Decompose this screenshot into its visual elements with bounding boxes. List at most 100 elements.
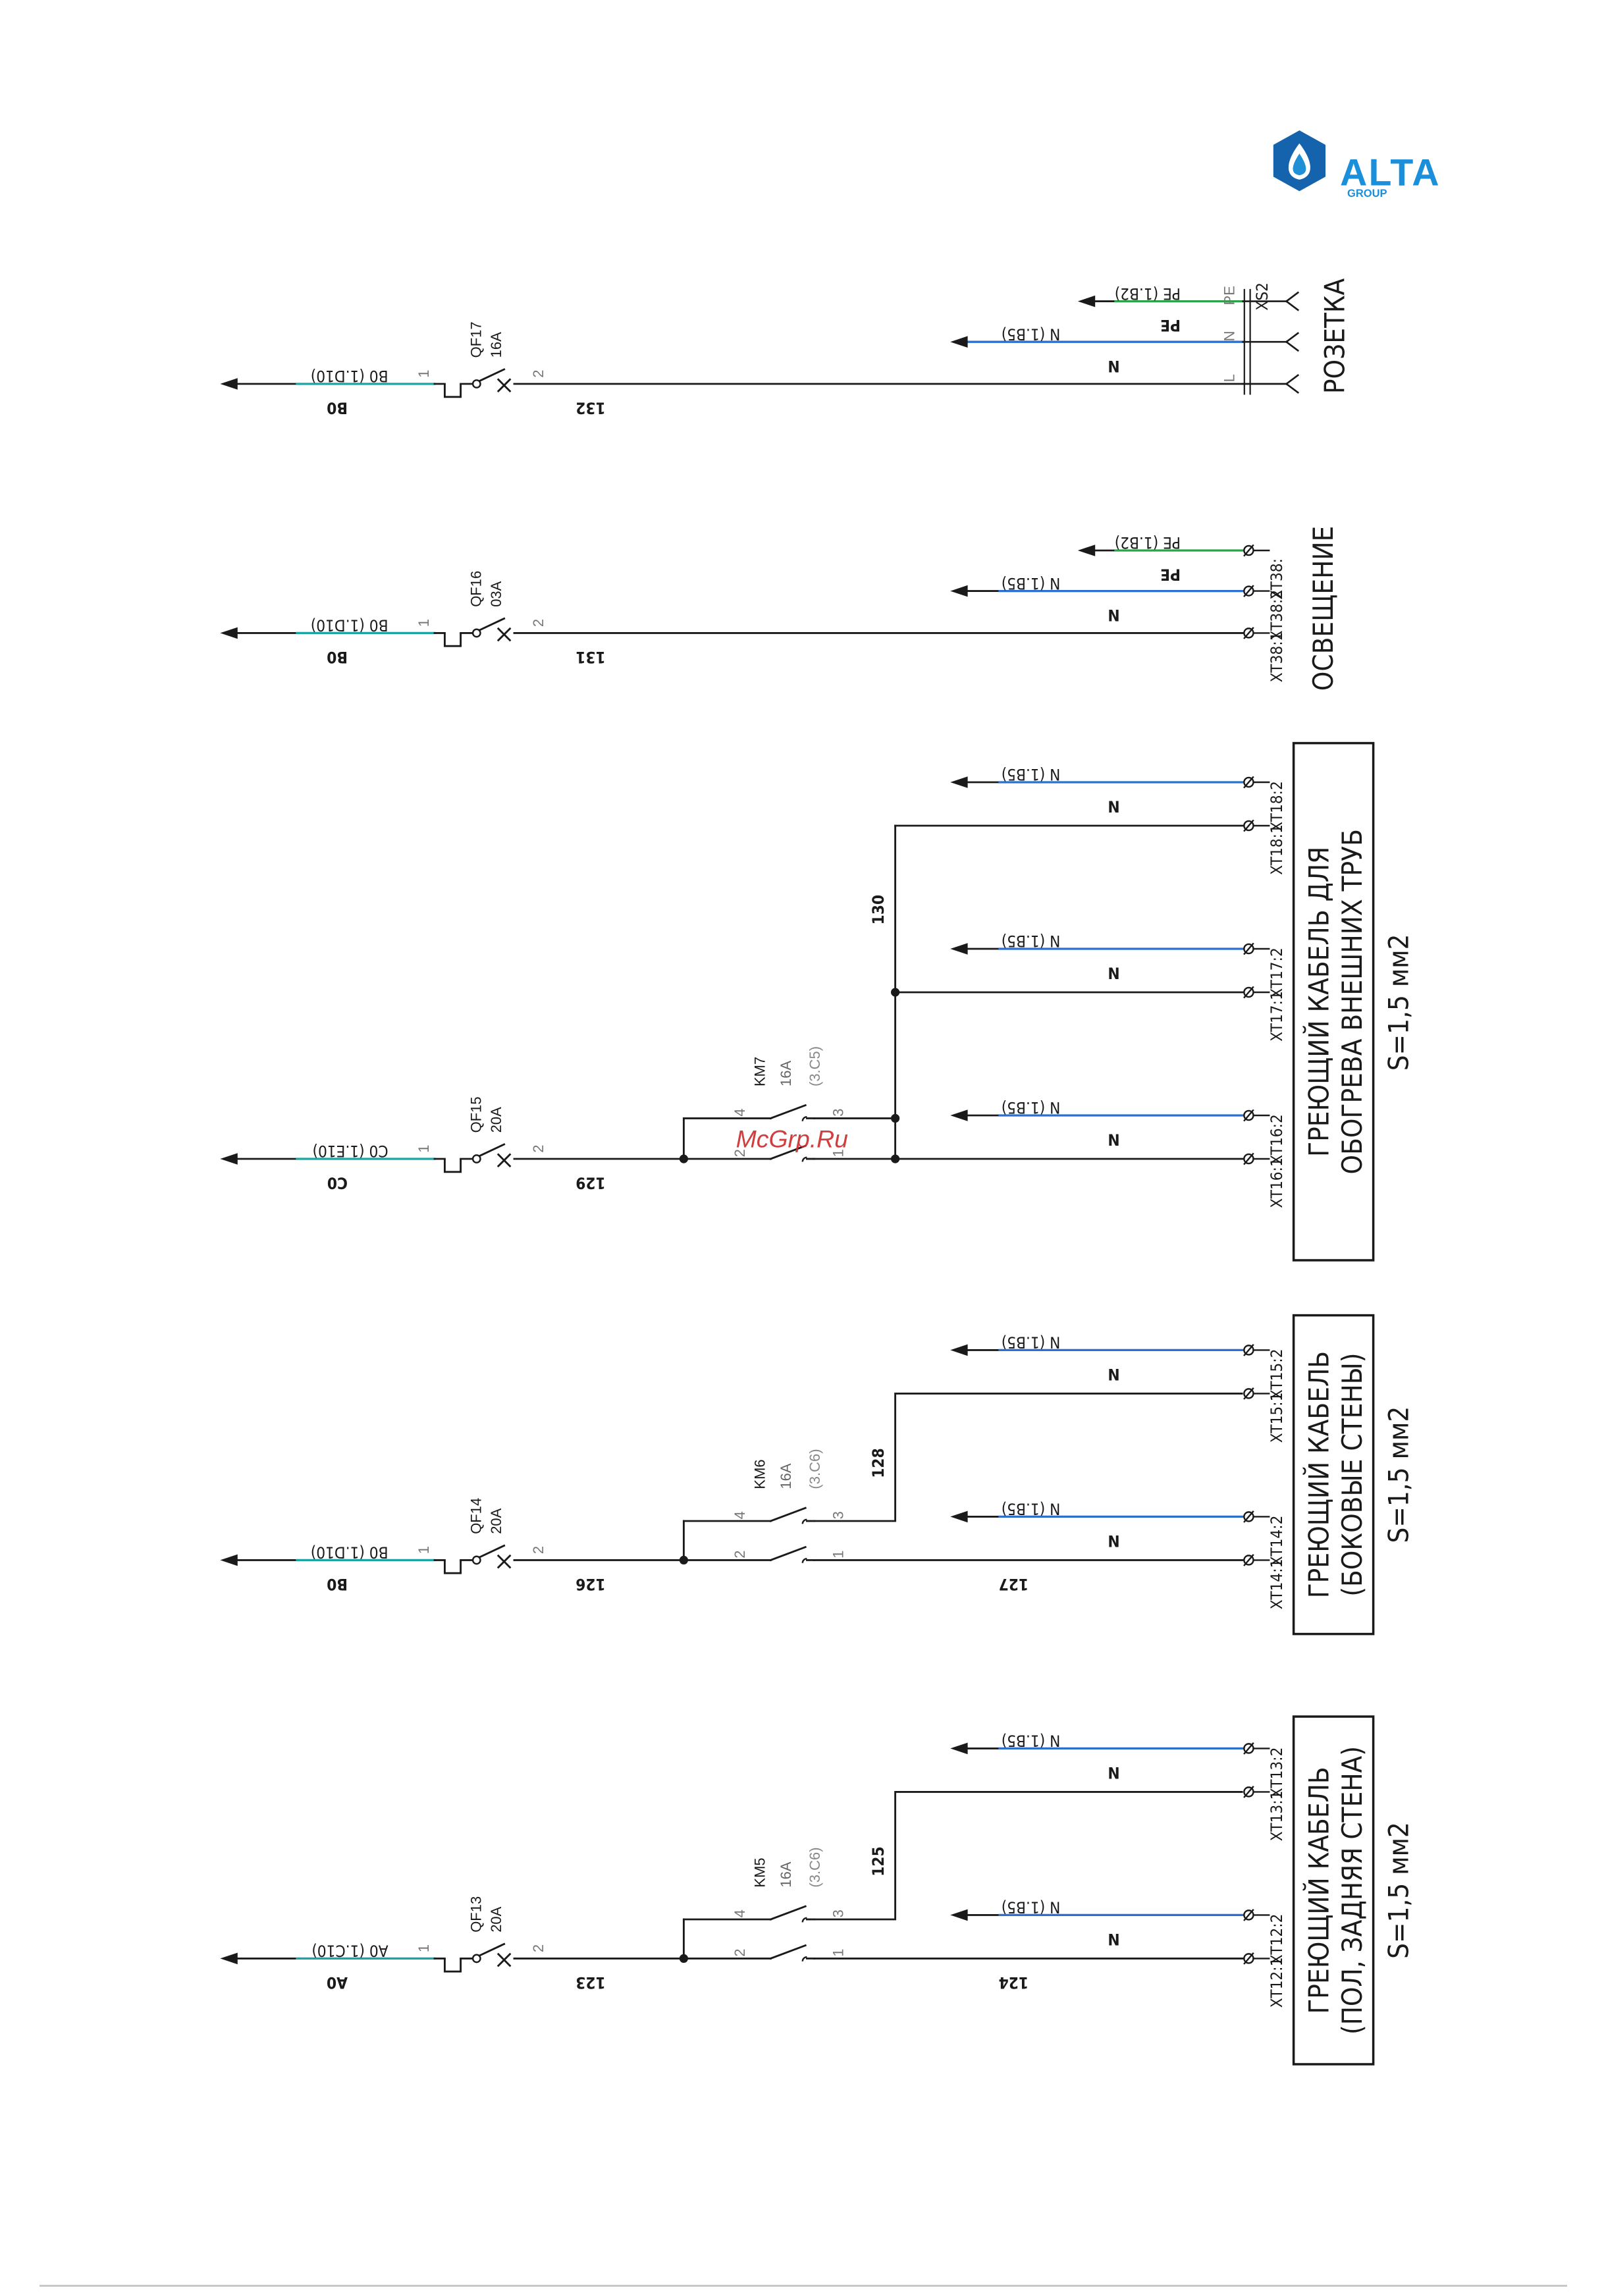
contactor-name: KM7 (752, 1057, 768, 1086)
socket-fork (1285, 373, 1300, 385)
watermark-text: McGrp.Ru (736, 1125, 849, 1152)
terminal-label: XT16:1 (1268, 1158, 1286, 1208)
neutral-tag: N (1108, 797, 1119, 816)
footer-rule (40, 2285, 1567, 2287)
contactor-pin: 1 (830, 1149, 846, 1157)
neutral-tag: N (1108, 1763, 1119, 1782)
arrowhead (950, 1344, 968, 1356)
wire-number: 130 (869, 895, 888, 924)
contactor-pin: 3 (830, 1909, 846, 1917)
contactor-reference: (3.C5) (807, 1046, 823, 1086)
wire-number: 123 (575, 1973, 605, 1992)
water-drop-inner-icon (1293, 153, 1306, 176)
contactor-fixed-contact (801, 1956, 807, 1962)
terminal-symbol (1243, 819, 1254, 832)
breaker-pin-2: 2 (530, 1546, 547, 1554)
logo-brand-text: ALTA (1340, 152, 1441, 194)
breaker-handle (443, 1958, 462, 1973)
terminal-slash (1243, 819, 1254, 832)
contactor-blade (769, 1545, 807, 1562)
breaker-x (496, 1153, 512, 1168)
breaker-contact (471, 379, 481, 388)
title-line-1: ГРЕЮЩИЙ КАБЕЛЬ ДЛЯ (1302, 847, 1335, 1157)
arrowhead (950, 585, 968, 597)
junction-dot (891, 1113, 900, 1123)
breaker-contact (471, 1154, 481, 1163)
socket-name: XS2 (1253, 282, 1271, 311)
socket-pin-label: L (1221, 374, 1237, 382)
terminal-label: XT14:1 (1268, 1559, 1286, 1610)
breaker-name: QF16 (468, 571, 484, 607)
contactor-fixed-contact (801, 1518, 807, 1524)
terminal-symbol (1243, 544, 1254, 557)
wire-number: 128 (869, 1448, 888, 1478)
terminal-label: XT12:1 (1268, 1958, 1286, 2008)
cable-section: S=1,5 мм2 (1382, 1406, 1414, 1543)
socket-fork (1285, 291, 1300, 303)
breaker-rating: 03A (488, 581, 504, 606)
breaker-pin-1: 1 (415, 1546, 432, 1554)
contactor-name: KM6 (752, 1459, 768, 1489)
breaker-name: QF15 (468, 1096, 484, 1133)
contactor-rating: 16A (778, 1861, 794, 1887)
neutral-reference: N (1.B5) (1002, 1898, 1061, 1917)
terminal-label: XT17:1 (1268, 991, 1286, 1042)
terminal-label: XT13:2 (1268, 1748, 1286, 1798)
cable-section: S=1,5 мм2 (1382, 934, 1414, 1071)
terminal-label: XT18:2 (1268, 781, 1286, 832)
contactor-pin: 4 (732, 1108, 748, 1116)
terminal-slash (1243, 1387, 1254, 1400)
breaker-blade (478, 1544, 506, 1559)
terminal-symbol (1243, 1109, 1254, 1122)
neutral-reference: N (1.B5) (1002, 1732, 1061, 1750)
pe-tag: PE (1160, 566, 1181, 584)
title-line-2: ОБОГРЕВА ВНЕШНИХ ТРУБ (1336, 829, 1368, 1174)
neutral-reference: N (1.B5) (1002, 1500, 1061, 1518)
wire-number: 124 (999, 1973, 1029, 1992)
arrowhead (950, 776, 968, 788)
title-line-2: (ПОЛ, ЗАДНЯЯ СТЕНА) (1336, 1746, 1368, 2035)
terminal-slash (1243, 986, 1254, 999)
socket-pin-label: N (1221, 331, 1237, 341)
terminal-symbol (1243, 585, 1254, 598)
pe-tag: PE (1160, 316, 1181, 334)
neutral-reference: N (1.B5) (1002, 932, 1061, 950)
terminal-slash (1243, 585, 1254, 598)
title-line-1: ГРЕЮЩИЙ КАБЕЛЬ (1302, 1767, 1335, 2014)
neutral-reference: N (1.B5) (1002, 1098, 1061, 1117)
neutral-tag: N (1108, 1365, 1119, 1383)
feed-reference: A0 (1.C10) (311, 1942, 388, 1960)
wire-number: 132 (575, 399, 605, 417)
terminal-label: XT18:1 (1268, 824, 1286, 875)
arrowhead (1077, 295, 1096, 307)
breaker-handle (443, 633, 462, 647)
neutral-tag: N (1108, 1532, 1119, 1550)
terminal-slash (1243, 544, 1254, 557)
contactor-pin: 1 (830, 1948, 846, 1956)
breaker-pin-1: 1 (415, 1944, 432, 1952)
contactor-name: KM5 (752, 1857, 768, 1887)
socket-pin-label: PE (1221, 286, 1237, 305)
terminal-symbol (1243, 1387, 1254, 1400)
terminal-symbol (1243, 942, 1254, 955)
neutral-tag: N (1108, 357, 1119, 375)
wire-number: 131 (575, 648, 605, 666)
contactor-pin: 3 (830, 1108, 846, 1116)
terminal-label: XT14:2 (1268, 1516, 1286, 1566)
breaker-rating: 16A (488, 332, 504, 358)
breaker-pin-1: 1 (415, 369, 432, 377)
terminal-label: XT16:2 (1268, 1114, 1286, 1165)
neutral-reference: N (1.B5) (1002, 325, 1061, 343)
pe-reference: PE (1.B2) (1115, 284, 1181, 303)
title-box (1292, 1715, 1375, 2066)
arrowhead (950, 336, 968, 348)
breaker-name: QF17 (468, 321, 484, 358)
arrowhead (950, 1109, 968, 1121)
arrowhead (950, 1510, 968, 1523)
